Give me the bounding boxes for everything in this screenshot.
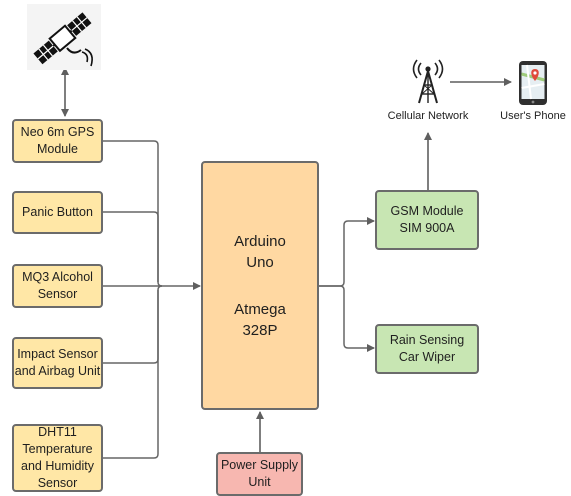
dht11-sensor-block: DHT11 Temperature and Humidity Sensor: [12, 424, 103, 492]
gps-to-arduino-wire: [103, 140, 163, 287]
power-supply-block: Power Supply Unit: [216, 452, 303, 496]
gsm-module-label: GSM Module SIM 900A: [390, 204, 464, 235]
rain-wiper-block: Rain Sensing Car Wiper: [375, 324, 479, 374]
mq3-sensor-block: MQ3 Alcohol Sensor: [12, 264, 103, 308]
smartphone-icon: [517, 60, 549, 106]
power-supply-label: Power Supply Unit: [220, 458, 299, 489]
mq3-sensor-label: MQ3 Alcohol Sensor: [22, 270, 93, 301]
gsm-module-block: GSM Module SIM 900A: [375, 190, 479, 250]
gps-module-block: Neo 6m GPS Module: [12, 119, 103, 163]
arduino-model: Uno: [246, 253, 274, 271]
dht11-to-arduino-wire: [103, 290, 159, 459]
chip-name: Atmega: [234, 300, 286, 318]
panic-button-block: Panic Button: [12, 191, 103, 234]
cellular-network-label: Cellular Network: [387, 110, 469, 122]
impact-sensor-block: Impact Sensor and Airbag Unit: [12, 337, 103, 389]
arduino-to-rain-wire: [318, 285, 375, 352]
impact-sensor-label: Impact Sensor and Airbag Unit: [14, 347, 101, 378]
panic-button-label: Panic Button: [22, 205, 93, 220]
arduino-to-gsm-wire: [318, 217, 375, 287]
arduino-name: Arduino: [234, 232, 286, 250]
rain-wiper-label: Rain Sensing Car Wiper: [389, 333, 465, 364]
panic-to-arduino-wire: [103, 211, 159, 282]
satellite-icon: [27, 4, 101, 70]
dht11-sensor-label: DHT11 Temperature and Humidity Sensor: [21, 425, 94, 490]
users-phone-label: User's Phone: [500, 110, 566, 122]
cell-tower-icon: [410, 58, 446, 104]
chip-model: 328P: [242, 321, 278, 339]
impact-to-arduino-wire: [103, 285, 163, 364]
arduino-uno-block: Arduino Uno Atmega 328P: [201, 161, 319, 410]
gps-module-label: Neo 6m GPS Module: [20, 125, 95, 156]
